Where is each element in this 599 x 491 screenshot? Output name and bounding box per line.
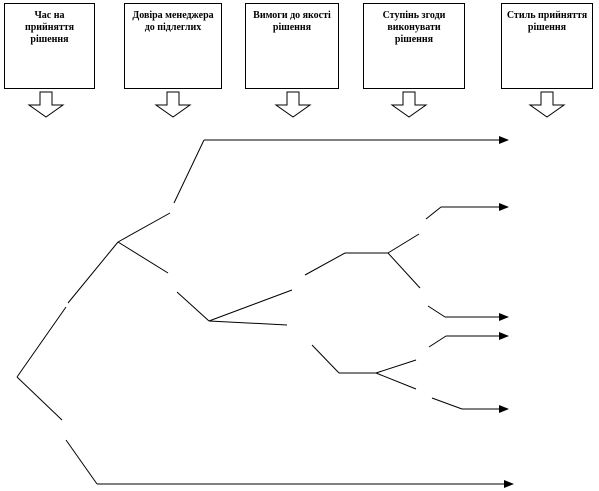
header-box-manager-trust: Довіра менеджера до підлеглих (124, 3, 222, 89)
branch-n1-up (117, 212, 171, 243)
header-box-agreement-degree: Ступінь згоди виконувати рішення (363, 3, 465, 89)
header-label-decision-style: Стиль прийняття рішення (506, 10, 588, 33)
branch-n1-down (117, 241, 169, 274)
header-label-manager-trust: Довіра менеджера до підлеглих (132, 10, 214, 33)
header-box-decision-style: Стиль прийняття рішення (501, 3, 593, 89)
branch-n3-down-2 (427, 305, 446, 318)
branch-n2-up-2 (304, 252, 346, 276)
header-box-quality-requirements: Вимоги до якості рішення (245, 3, 339, 89)
header-label-decision-time: Час на прийняття рішення (24, 10, 75, 45)
down-arrow-icon-3 (274, 91, 312, 118)
branch-n3-up-2 (425, 206, 442, 220)
branch-root-lower (16, 376, 63, 421)
header-label-agreement-degree: Ступінь згоди виконувати рішення (382, 10, 446, 45)
branch-root-lower-2 (65, 439, 98, 485)
branch-root-upper-2 (67, 241, 119, 304)
branch-n2-low (311, 344, 340, 374)
down-arrow-icon-1 (27, 91, 65, 118)
branch-n4-up-2 (428, 335, 447, 348)
branch-n2-mid (208, 320, 288, 326)
branch-n1-down-2 (176, 291, 210, 322)
branch-n4-up (375, 359, 417, 374)
branch-n3-up (387, 233, 420, 254)
header-box-decision-time: Час на прийняття рішення (4, 3, 95, 89)
down-arrow-icon-2 (154, 91, 192, 118)
header-label-quality-requirements: Вимоги до якості рішення (253, 10, 331, 33)
branch-n2-up (208, 289, 293, 322)
down-arrow-icon-4 (390, 91, 428, 118)
branch-root-upper (16, 306, 67, 378)
branch-n4-down-2 (431, 397, 463, 410)
down-arrow-icon-5 (528, 91, 566, 118)
branch-n1-up-2 (173, 139, 205, 204)
branch-n3-down (387, 252, 421, 289)
branch-n4-down (375, 372, 417, 390)
